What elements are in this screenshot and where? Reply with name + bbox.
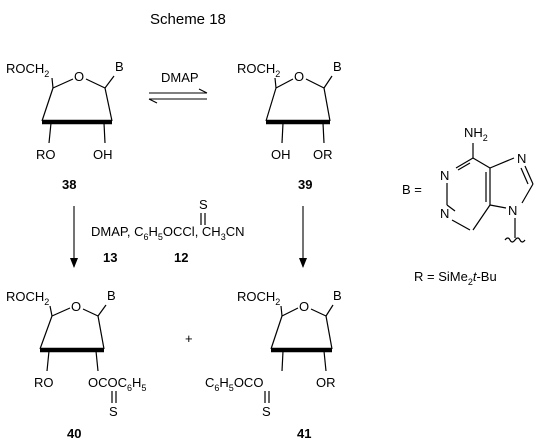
c39-left-sub: OH (271, 147, 291, 162)
c40-left-sub: RO (34, 375, 54, 390)
c39-ring-oxygen: O (294, 69, 304, 84)
c40-ring-oxygen: O (71, 299, 81, 314)
c40-top-group: ROCH2 (6, 289, 49, 307)
c38-sub-bond (103, 122, 106, 144)
c41-ring-bond (325, 315, 333, 350)
reagent-number-13: 13 (103, 250, 117, 265)
c38-ring-bond (52, 78, 74, 89)
c41-base: B (333, 288, 342, 303)
c39-ring-bond (305, 78, 325, 89)
c39-right-sub: OR (313, 147, 333, 162)
c38-ring-bond (85, 78, 106, 89)
reagents: S DMAP, C6H5OCCl, CH3CN 13 12 (91, 197, 245, 265)
reverse-half-head (148, 98, 158, 104)
adenine-bond (472, 204, 491, 231)
base-def-prefix: B = (402, 182, 422, 197)
r-definition: R = SiMe2t-Bu (414, 269, 497, 287)
c41-base-bond (325, 304, 334, 317)
c41-sub-bond (323, 350, 327, 372)
scheme-title: Scheme 18 (150, 11, 226, 28)
c41-top-group: ROCH2 (237, 289, 280, 307)
c39-number: 39 (298, 177, 312, 192)
c40-thione-s: S (109, 404, 118, 419)
c40-ring-bond (39, 315, 53, 350)
c39-ring-bond (323, 87, 331, 122)
c38-top-group: ROCH2 (6, 61, 49, 79)
adenine-n9: N (508, 203, 517, 218)
c41-ring-bond (310, 308, 327, 317)
c40-number: 40 (67, 426, 81, 441)
adenine-bond (489, 157, 515, 169)
c40-sub-bond (95, 350, 99, 372)
compound-40: ROCH2 B O RO OCOC6H5 S 40 (6, 288, 146, 441)
c40-base-bond (97, 304, 107, 317)
c38-ch2-bond (51, 77, 54, 89)
c40-base: B (107, 288, 116, 303)
adenine-nh2: NH2 (464, 125, 488, 143)
c41-ch2-bond (280, 305, 283, 317)
adenine-bond (489, 204, 507, 209)
adenine-n3: N (440, 206, 449, 221)
reagent-thione-s: S (199, 197, 208, 212)
compound-41: ROCH2 B O C6H5OCO OR S 41 (205, 288, 342, 441)
c38-sub-bond (48, 122, 52, 144)
plus-sign: + (185, 331, 193, 346)
adenine-bond (472, 157, 491, 169)
c40-ring-bond (51, 307, 71, 317)
compound-38: ROCH2 B O RO OH 38 (6, 59, 124, 192)
c41-right-sub: OR (316, 375, 336, 390)
c38-ring-oxygen: O (74, 69, 84, 84)
c40-sub-bond (46, 350, 50, 372)
c39-base-bond (323, 75, 333, 89)
c40-ring-bond (82, 308, 99, 317)
forward-half-head (198, 88, 208, 94)
adenine-n7: N (517, 151, 526, 166)
c39-sub-bond (281, 122, 284, 144)
adenine-bond (451, 219, 471, 231)
adenine-bond (446, 204, 456, 212)
c39-ch2-bond (274, 77, 277, 89)
c39-ring-bond (265, 87, 277, 122)
c40-ch2-bond (49, 305, 53, 317)
c38-base: B (115, 59, 124, 74)
c41-ring-bond (281, 307, 299, 317)
c38-ring-bond (104, 87, 113, 122)
c41-ring-oxygen: O (299, 299, 309, 314)
adenine-structure: B = NH2 N N N N (402, 125, 534, 243)
adenine-bond (521, 183, 534, 204)
c40-ring-bond (97, 315, 105, 350)
c39-ring-bond (275, 78, 294, 89)
c38-ring-bond (41, 87, 54, 122)
c39-top-group: ROCH2 (237, 61, 280, 79)
c41-sub-bond (281, 350, 284, 372)
compound-39: ROCH2 B O OH OR 39 (237, 59, 342, 192)
c39-sub-bond (322, 122, 325, 144)
adenine-bond (455, 157, 474, 169)
adenine-n1: N (440, 168, 449, 183)
c40-ester: OCOC6H5 (88, 375, 146, 393)
adenine-bond (524, 165, 534, 185)
c41-ester: C6H5OCO (205, 375, 263, 393)
c38-number: 38 (62, 177, 76, 192)
reagent-number-12: 12 (174, 250, 188, 265)
adenine-double-bond (520, 167, 529, 185)
equilibrium-arrows: DMAP (148, 70, 208, 104)
equilibrium-label: DMAP (161, 70, 199, 85)
c38-base-bond (104, 75, 115, 89)
c38-right-sub: OH (93, 147, 113, 162)
reagent-text: DMAP, C6H5OCCl, CH3CN (91, 224, 245, 242)
attachment-wavy-line (504, 237, 526, 243)
c41-ring-bond (270, 315, 283, 350)
c39-base: B (333, 59, 342, 74)
c41-number: 41 (297, 426, 311, 441)
c41-thione-s: S (262, 404, 271, 419)
c38-left-sub: RO (36, 147, 56, 162)
adenine-double-bond (457, 162, 471, 171)
